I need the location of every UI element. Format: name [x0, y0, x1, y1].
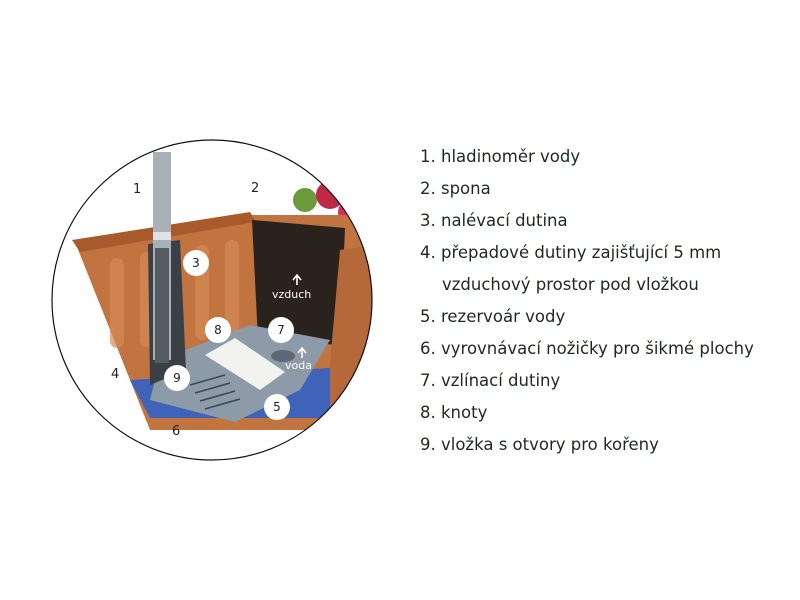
- marker-7: 7: [277, 323, 285, 337]
- marker-9-badge: [164, 365, 190, 391]
- marker-3: 3: [192, 256, 200, 270]
- marker-6: 6: [172, 424, 180, 439]
- marker-7-badge: [268, 317, 294, 343]
- air-arrow-icon: [292, 273, 302, 285]
- legend-item: 1. hladinoměr vody: [420, 147, 581, 166]
- air-label: vzduch: [272, 288, 311, 301]
- planter-cutaway: [72, 152, 372, 430]
- legend-item: 3. nalévací dutina: [420, 211, 568, 230]
- marker-1: 1: [133, 182, 141, 197]
- tube-lower: [155, 248, 169, 363]
- legend-item: 6. vyrovnávací nožičky pro šikmé plochy: [420, 339, 754, 358]
- marker-9: 9: [173, 371, 181, 385]
- legend-item-continuation: vzduchový prostor pod vložkou: [442, 275, 699, 294]
- legend-item: 5. rezervoár vody: [420, 307, 566, 326]
- soil-block: [252, 220, 345, 345]
- marker-4: 4: [111, 367, 119, 382]
- marker-5: 5: [273, 400, 281, 414]
- marker-8: 8: [214, 323, 222, 337]
- legend-item: 4. přepadové dutiny zajišťující 5 mm: [420, 243, 722, 262]
- parts-legend: 1. hladinoměr vody 2. spona 3. nalévací …: [420, 145, 754, 465]
- marker-3-badge: [183, 250, 209, 276]
- wicking-hole: [271, 350, 295, 362]
- water-arrow-icon: [297, 346, 307, 358]
- tube-band: [153, 232, 171, 240]
- legend-item: 7. vzlínací dutiny: [420, 371, 561, 390]
- marker-8-badge: [205, 317, 231, 343]
- water-label: voda: [285, 359, 312, 372]
- detail-circle-outline: [51, 139, 373, 461]
- wick: [205, 338, 285, 390]
- legend-item: 8. knoty: [420, 403, 488, 422]
- marker-2: 2: [251, 181, 259, 196]
- legend-item: 2. spona: [420, 179, 491, 198]
- legend-item: 9. vložka s otvory pro kořeny: [420, 435, 659, 454]
- marker-5-badge: [264, 394, 290, 420]
- tray-slots: [189, 374, 241, 410]
